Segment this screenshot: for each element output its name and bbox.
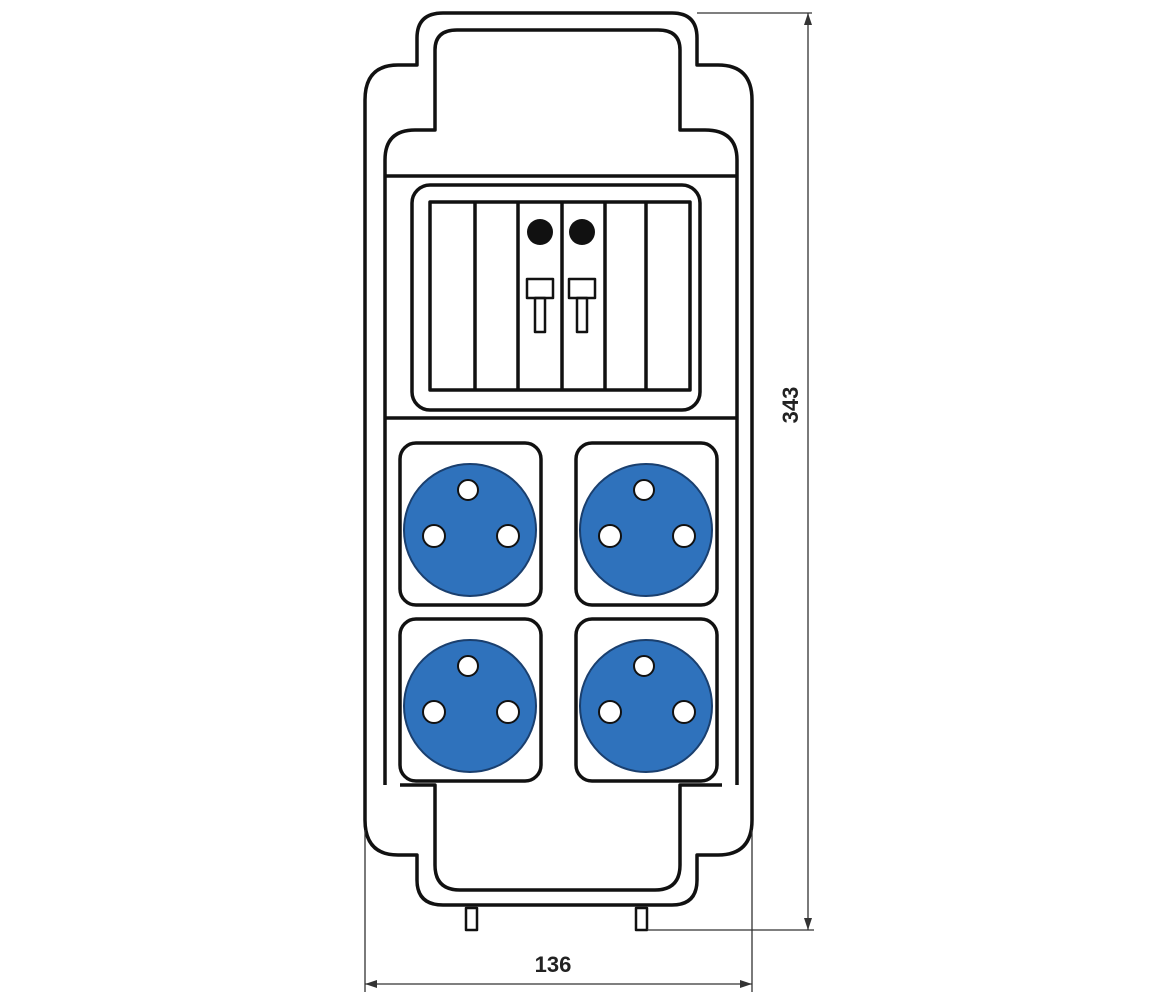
socket-hole-icon [422,524,446,548]
socket-face [403,639,537,773]
housing-outline [363,11,754,907]
socket-hole-icon [496,700,520,724]
toggle-lever-icon [525,277,555,300]
breaker-rail [428,200,692,392]
bottom-lid [400,783,722,892]
indicator-dot-icon [527,219,553,245]
socket-3[interactable] [398,617,543,783]
socket-2[interactable] [574,441,719,607]
socket-hole-icon [496,524,520,548]
socket-4[interactable] [574,617,719,783]
height-label: 343 [778,387,803,424]
breaker-1[interactable] [525,219,555,334]
socket-face [579,463,713,597]
earth-pin-icon [633,655,655,677]
socket-frame [398,441,543,607]
foot-left [464,906,479,932]
socket-face [403,463,537,597]
earth-pin-icon [457,655,479,677]
foot-right [634,906,649,932]
socket-hole-icon [598,524,622,548]
toggle-lever-icon [567,277,597,300]
socket-frame [574,617,719,783]
height-dimension: 343 [647,12,814,931]
width-dimension: 136 [364,830,753,992]
socket-frame [398,617,543,783]
earth-pin-icon [633,479,655,501]
socket-face [579,639,713,773]
breaker-2[interactable] [567,219,597,334]
indicator-dot-icon [569,219,595,245]
socket-hole-icon [598,700,622,724]
breaker-window [410,183,702,412]
socket-hole-icon [672,524,696,548]
socket-hole-icon [422,700,446,724]
socket-1[interactable] [398,441,543,607]
socket-hole-icon [672,700,696,724]
top-lid [383,28,739,176]
earth-pin-icon [457,479,479,501]
width-label: 136 [535,952,572,977]
toggle-stem [575,296,589,334]
toggle-stem [533,296,547,334]
socket-frame [574,441,719,607]
module-dividers [473,202,648,390]
